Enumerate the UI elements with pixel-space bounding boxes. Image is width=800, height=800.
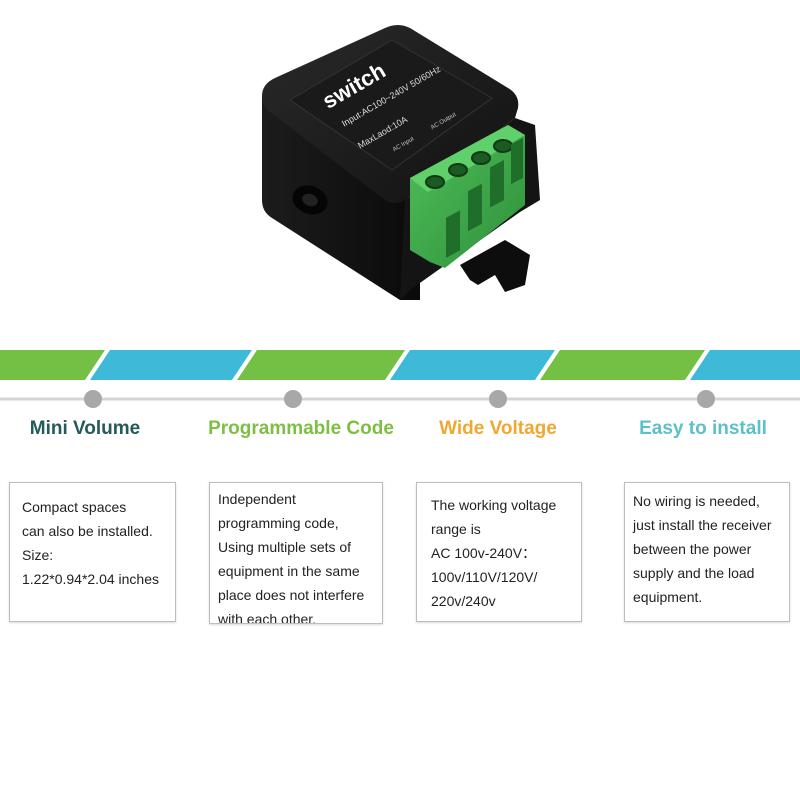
card-text-line: just install the receiver — [633, 517, 772, 533]
card-text-line: programming code, — [218, 515, 339, 531]
card-text-line: The working voltage — [431, 497, 557, 513]
timeline-band — [0, 350, 800, 408]
card-text-line: 1.22*0.94*2.04 inches — [22, 571, 159, 587]
stripe-green — [237, 350, 405, 380]
timeline-dot — [697, 390, 715, 408]
feature-title-programmable-code: Programmable Code — [208, 418, 394, 439]
card-text-line: Size: — [22, 547, 54, 563]
card-text-line: 220v/240v — [431, 593, 496, 609]
card-text-line: place does not interfere — [218, 587, 365, 603]
feature-card-wide-voltage: The working voltage range is AC 100v-240… — [416, 482, 582, 622]
feature-card-programmable-code: Independent programming code, Using mult… — [209, 482, 383, 624]
card-text-line: equipment in the same — [218, 563, 360, 579]
feature-title-mini-volume: Mini Volume — [29, 418, 141, 439]
card-text-line: supply and the load — [633, 565, 755, 581]
card-text-line: between the power — [633, 541, 752, 557]
card-text-line: equipment. — [633, 589, 703, 605]
card-text-line: No wiring is needed, — [633, 493, 760, 509]
stripe-blue — [390, 350, 555, 380]
feature-title-wide-voltage: Wide Voltage — [439, 418, 557, 439]
stripe-row — [0, 350, 800, 380]
card-text-line: 100v/110V/120V/ — [431, 569, 538, 585]
feature-card-mini-volume: Compact spaces can also be installed. Si… — [9, 482, 176, 622]
product-photo — [262, 25, 540, 300]
card-text-line: AC 100v-240V： — [431, 545, 537, 561]
stripe-green — [540, 350, 705, 380]
timeline-dot — [489, 390, 507, 408]
stripe-green — [0, 350, 105, 380]
card-text-line: can also be installed. — [22, 523, 153, 539]
card-text-line: Compact spaces — [22, 499, 127, 515]
timeline-dot — [284, 390, 302, 408]
feature-title-easy-install: Easy to install — [639, 418, 767, 439]
card-text-line: range is — [431, 521, 481, 537]
feature-card-easy-install: No wiring is needed, just install the re… — [624, 482, 790, 622]
card-text-line: with each other. — [218, 611, 317, 624]
card-text-line: Independent — [218, 491, 296, 507]
timeline-dot — [84, 390, 102, 408]
stripe-blue — [90, 350, 252, 380]
card-text-line: Using multiple sets of — [218, 539, 352, 555]
stripe-blue — [690, 350, 800, 380]
